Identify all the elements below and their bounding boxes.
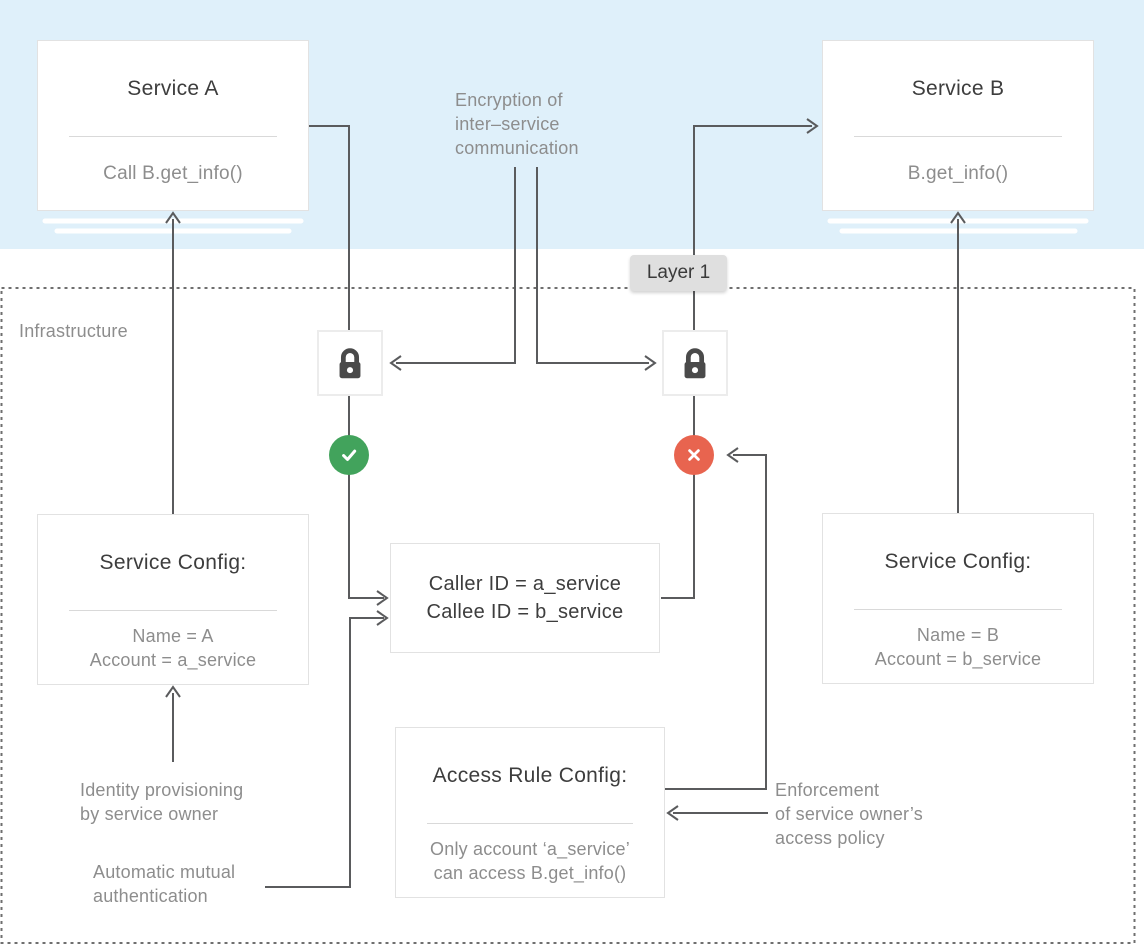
check-icon: [342, 449, 357, 461]
service-a-call: Call B.get_info(): [103, 162, 243, 184]
enforcement-annotation: Enforcement of service owner’s access po…: [775, 780, 923, 848]
auth-allowed-indicator: [329, 435, 369, 475]
lock-box-right: [662, 330, 728, 396]
service-config-b-box: Service Config: Name = B Account = b_ser…: [822, 513, 1094, 684]
divider: [69, 136, 277, 137]
divider: [854, 136, 1062, 137]
access-denied-indicator: [674, 435, 714, 475]
service-config-a-body: Name = A Account = a_service: [89, 625, 257, 670]
service-b-method: B.get_info(): [907, 162, 1009, 184]
identity-exchange-box: Caller ID = a_service Callee ID = b_serv…: [390, 543, 660, 653]
callee-id-line: Callee ID = b_service: [426, 601, 624, 623]
service-config-a-title: Service Config:: [99, 550, 247, 574]
access-rule-body: Only account ‘a_service’ can access B.ge…: [430, 838, 630, 883]
access-rule-box: Access Rule Config: Only account ‘a_serv…: [395, 727, 665, 898]
access-rule-title: Access Rule Config:: [432, 763, 628, 787]
identity-provisioning-annotation: Identity provisioning by service owner: [80, 780, 244, 824]
service-b-title: Service B: [911, 76, 1005, 100]
divider: [69, 610, 277, 611]
divider: [427, 823, 633, 824]
mutual-auth-annotation: Automatic mutual authentication: [93, 862, 236, 906]
lock-box-left: [317, 330, 383, 396]
stack-lines: [42, 218, 1089, 234]
service-a-box: Service A Call B.get_info(): [37, 40, 309, 211]
service-a-title: Service A: [127, 76, 219, 100]
x-icon: [688, 449, 700, 461]
connector-paths: [165, 118, 966, 888]
infrastructure-label: Infrastructure: [19, 321, 128, 341]
encryption-annotation: Encryption of inter–service communicatio…: [455, 90, 579, 158]
lock-icon: [684, 348, 706, 379]
infrastructure-dashed-border: [0, 287, 1136, 944]
lock-icon: [339, 348, 361, 379]
service-config-b-title: Service Config:: [884, 549, 1032, 573]
service-config-b-body: Name = B Account = b_service: [874, 624, 1042, 669]
service-config-a-box: Service Config: Name = A Account = a_ser…: [37, 514, 309, 685]
caller-id-line: Caller ID = a_service: [428, 573, 622, 595]
layer-1-badge: Layer 1: [630, 255, 727, 291]
service-b-box: Service B B.get_info(): [822, 40, 1094, 211]
divider: [854, 609, 1062, 610]
